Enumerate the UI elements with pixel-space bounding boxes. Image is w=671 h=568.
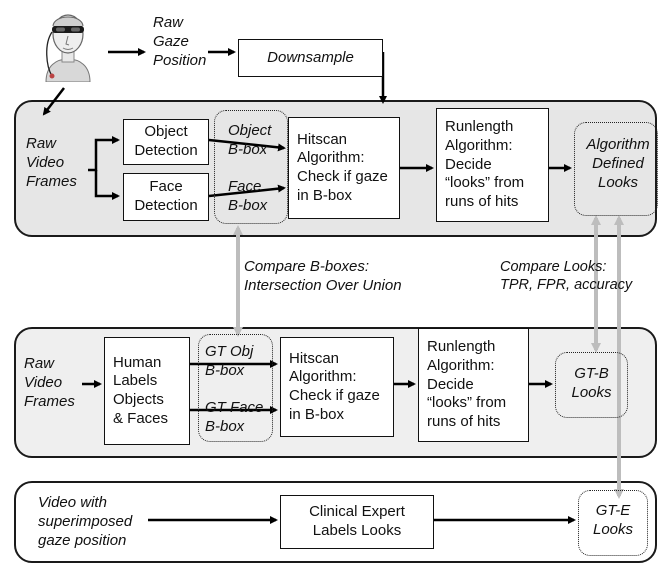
algorithm-defined-looks-label: Algorithm Defined Looks xyxy=(586,136,650,191)
compare-looks-label: Compare Looks: TPR, FPR, accuracy xyxy=(500,259,633,294)
gt-b-looks-group xyxy=(555,352,628,418)
runlength-algorithm-gt-box: Runlength Algorithm: Decide “looks” from… xyxy=(418,328,529,442)
face-detection-box: Face Detection xyxy=(123,173,209,221)
person-with-eye-tracker-icon xyxy=(45,14,91,82)
video-superimposed-gaze-label: Video with superimposed gaze position xyxy=(38,494,133,549)
gt-e-looks-label: GT-E Looks xyxy=(592,502,634,538)
human-labels-box: Human Labels Objects & Faces xyxy=(104,337,190,445)
object-bbox-label: Object B-box xyxy=(228,122,272,158)
detected-bbox-group xyxy=(214,110,288,224)
face-bbox-label: Face B-box xyxy=(228,178,268,214)
algorithm-defined-looks-group xyxy=(574,122,658,216)
hitscan-algorithm-gt-box: Hitscan Algorithm: Check if gaze in B-bo… xyxy=(280,337,394,437)
gt-e-looks-group xyxy=(578,490,648,556)
clinical-expert-box: Clinical Expert Labels Looks xyxy=(280,495,434,549)
runlength-algorithm-box: Runlength Algorithm: Decide “looks” from… xyxy=(436,108,549,222)
raw-video-frames-label: Raw Video Frames xyxy=(26,135,77,190)
object-detection-box: Object Detection xyxy=(123,119,209,165)
gt-obj-bbox-label: GT Obj B-box xyxy=(205,343,254,379)
raw-video-frames-gt-label: Raw Video Frames xyxy=(24,355,75,410)
hitscan-algorithm-box: Hitscan Algorithm: Check if gaze in B-bo… xyxy=(288,117,400,219)
arrow-video-to-face xyxy=(94,170,120,200)
arrow-wearer-to-video xyxy=(42,87,65,116)
arrow-face-to-hitscan xyxy=(208,184,286,198)
gt-bbox-group xyxy=(198,334,273,442)
arrow-video-to-object xyxy=(88,136,120,172)
arrow-object-to-hitscan xyxy=(208,138,286,152)
compare-bboxes-label: Compare B-boxes: Intersection Over Union xyxy=(244,258,402,294)
gt-face-bbox-label: GT Face B-box xyxy=(205,399,264,435)
gt-b-looks-label: GT-B Looks xyxy=(571,365,612,401)
downsample-box: Downsample xyxy=(238,39,383,77)
raw-gaze-position-label: Raw Gaze Position xyxy=(153,14,207,69)
